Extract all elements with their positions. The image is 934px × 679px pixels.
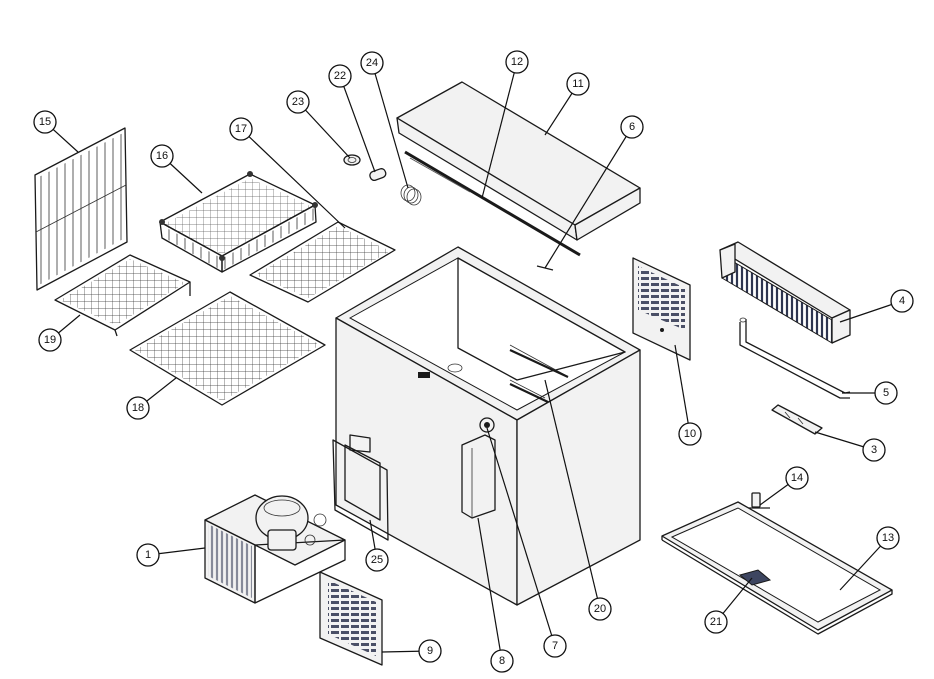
callout-label: 3 <box>871 444 877 456</box>
callout-5: 5 <box>874 381 898 405</box>
callout-label: 20 <box>594 603 606 615</box>
callout-17: 17 <box>229 117 253 141</box>
callout-label: 12 <box>511 56 523 68</box>
callout-label: 25 <box>371 554 383 566</box>
part-gasket-12 <box>404 150 581 257</box>
callout-label: 19 <box>44 334 56 346</box>
part-wire-basket-16 <box>159 171 318 273</box>
callout-11: 11 <box>566 72 590 96</box>
callout-10: 10 <box>678 422 702 446</box>
callout-7: 7 <box>543 634 567 658</box>
callout-25: 25 <box>365 548 389 572</box>
callout-label: 7 <box>552 640 558 652</box>
callout-1: 1 <box>136 543 160 567</box>
callout-label: 10 <box>684 428 696 440</box>
callout-16: 16 <box>150 144 174 168</box>
callout-22: 22 <box>328 64 352 88</box>
callout-13: 13 <box>876 526 900 550</box>
part-latch-21 <box>738 569 772 586</box>
part-bracket-3 <box>771 404 823 435</box>
part-shelf-17 <box>249 221 396 303</box>
part-clip-23 <box>343 154 361 166</box>
callout-4: 4 <box>890 289 914 313</box>
callout-label: 1 <box>145 549 151 561</box>
callout-label: 11 <box>572 78 583 90</box>
callout-23: 23 <box>286 90 310 114</box>
callout-label: 14 <box>791 472 803 484</box>
callout-15: 15 <box>33 110 57 134</box>
callout-label: 13 <box>882 532 894 544</box>
callout-21: 21 <box>704 610 728 634</box>
part-knob-7 <box>479 417 495 433</box>
callout-6: 6 <box>620 115 644 139</box>
callout-label: 21 <box>710 616 722 628</box>
part-spring-24 <box>400 184 422 206</box>
callout-label: 15 <box>39 116 51 128</box>
callout-9: 9 <box>418 639 442 663</box>
callout-20: 20 <box>588 597 612 621</box>
callout-24: 24 <box>360 51 384 75</box>
part-grille-10 <box>632 257 691 361</box>
callout-label: 8 <box>499 655 505 667</box>
part-grille-9 <box>319 571 383 666</box>
callout-label: 4 <box>899 295 905 307</box>
part-frame-25 <box>332 434 389 541</box>
callout-label: 5 <box>883 387 889 399</box>
part-rail-20 <box>509 349 569 403</box>
callout-label: 23 <box>292 96 304 108</box>
callout-label: 6 <box>629 121 635 133</box>
part-shelf-19 <box>54 254 191 337</box>
part-panel-13 <box>661 501 893 635</box>
part-plug-22 <box>369 168 387 182</box>
callout-19: 19 <box>38 328 62 352</box>
callout-18: 18 <box>126 396 150 420</box>
part-cabinet <box>335 246 641 606</box>
part-compressor-1 <box>204 494 346 604</box>
callout-14: 14 <box>785 466 809 490</box>
part-lid-11 <box>396 81 641 241</box>
part-condenser-4 <box>719 241 851 344</box>
part-bracket-8 <box>461 434 496 519</box>
leader-lines <box>44 61 903 662</box>
part-shelf-18 <box>129 291 326 406</box>
callout-label: 16 <box>156 150 168 162</box>
callout-label: 18 <box>132 402 144 414</box>
callout-label: 24 <box>366 57 378 69</box>
callout-3: 3 <box>862 438 886 462</box>
callout-12: 12 <box>505 50 529 74</box>
callout-label: 22 <box>334 70 346 82</box>
callout-label: 17 <box>235 123 247 135</box>
callout-label: 9 <box>427 645 433 657</box>
part-wire-rack-15 <box>34 127 128 291</box>
callout-8: 8 <box>490 649 514 673</box>
